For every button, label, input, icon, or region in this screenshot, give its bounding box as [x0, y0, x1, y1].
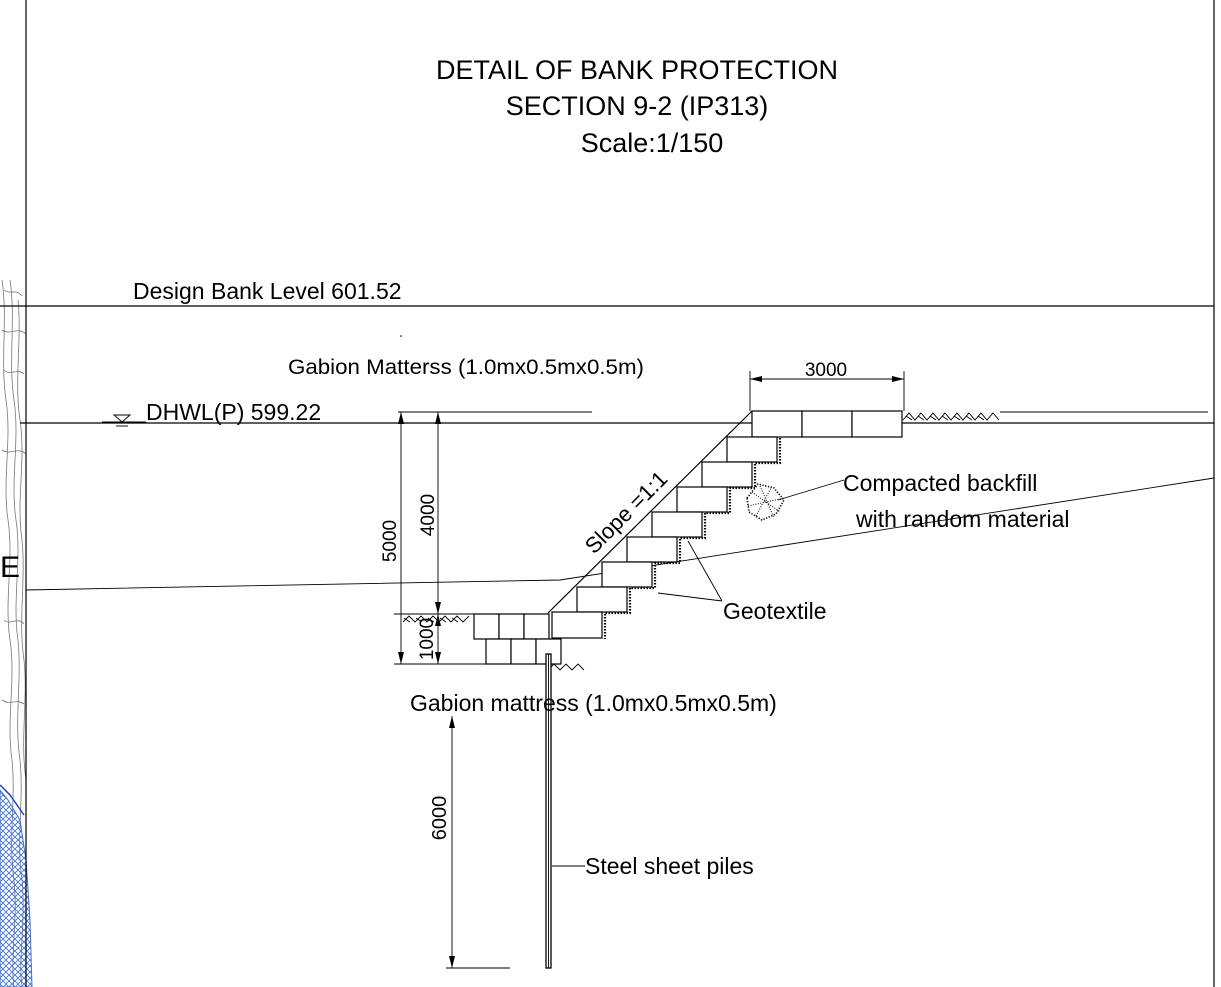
vertical-dimensions: 5000 4000 1000: [380, 412, 486, 665]
title-block: DETAIL OF BANK PROTECTION SECTION 9-2 (I…: [436, 55, 838, 158]
dim-6000-label: 6000: [429, 796, 451, 841]
dimension-3000: 3000: [749, 360, 905, 411]
original-ground-line: [25, 477, 1215, 591]
dhwl-marker: DHWL(P) 599.22: [20, 399, 1214, 427]
dim-3000-label: 3000: [805, 360, 847, 381]
dim-4000-label: 4000: [418, 494, 439, 536]
slope-line: [547, 410, 753, 614]
geotextile-leaders: [657, 540, 723, 602]
backfill-label-line-1: Compacted backfill: [843, 470, 1037, 496]
backfill-label-line-2: with random material: [855, 506, 1069, 532]
bottom-gabion-mattress: [473, 613, 562, 665]
steel-sheet-pile: [545, 653, 552, 969]
title-line-3: Scale:1/150: [581, 128, 724, 158]
stepped-gabion-wall: [551, 436, 778, 639]
edge-letter: E: [0, 551, 20, 584]
dim-1000-label: 1000: [417, 618, 438, 660]
steel-piles-label: Steel sheet piles: [585, 853, 754, 879]
title-line-1: DETAIL OF BANK PROTECTION: [436, 55, 838, 85]
water-area: [0, 789, 33, 987]
design-bank-level-label: Design Bank Level 601.52: [133, 278, 402, 304]
geotextile-layer: [603, 438, 782, 639]
topo-map-fragment: [0, 279, 33, 987]
gabion-top-label: Gabion Matterss (1.0mx0.5mx0.5m): [288, 356, 644, 379]
dimension-6000: 6000: [429, 716, 510, 969]
gabion-bottom-label: Gabion mattress (1.0mx0.5mx0.5m): [410, 690, 777, 716]
ground-hatch-symbols: [402, 411, 1208, 671]
top-gabion-mattress: [751, 410, 903, 438]
geotextile-label: Geotextile: [723, 598, 827, 624]
dim-5000-label: 5000: [380, 520, 401, 562]
backfill-symbol: [746, 479, 845, 521]
title-line-2: SECTION 9-2 (IP313): [506, 91, 769, 121]
dhwl-label: DHWL(P) 599.22: [146, 399, 321, 425]
